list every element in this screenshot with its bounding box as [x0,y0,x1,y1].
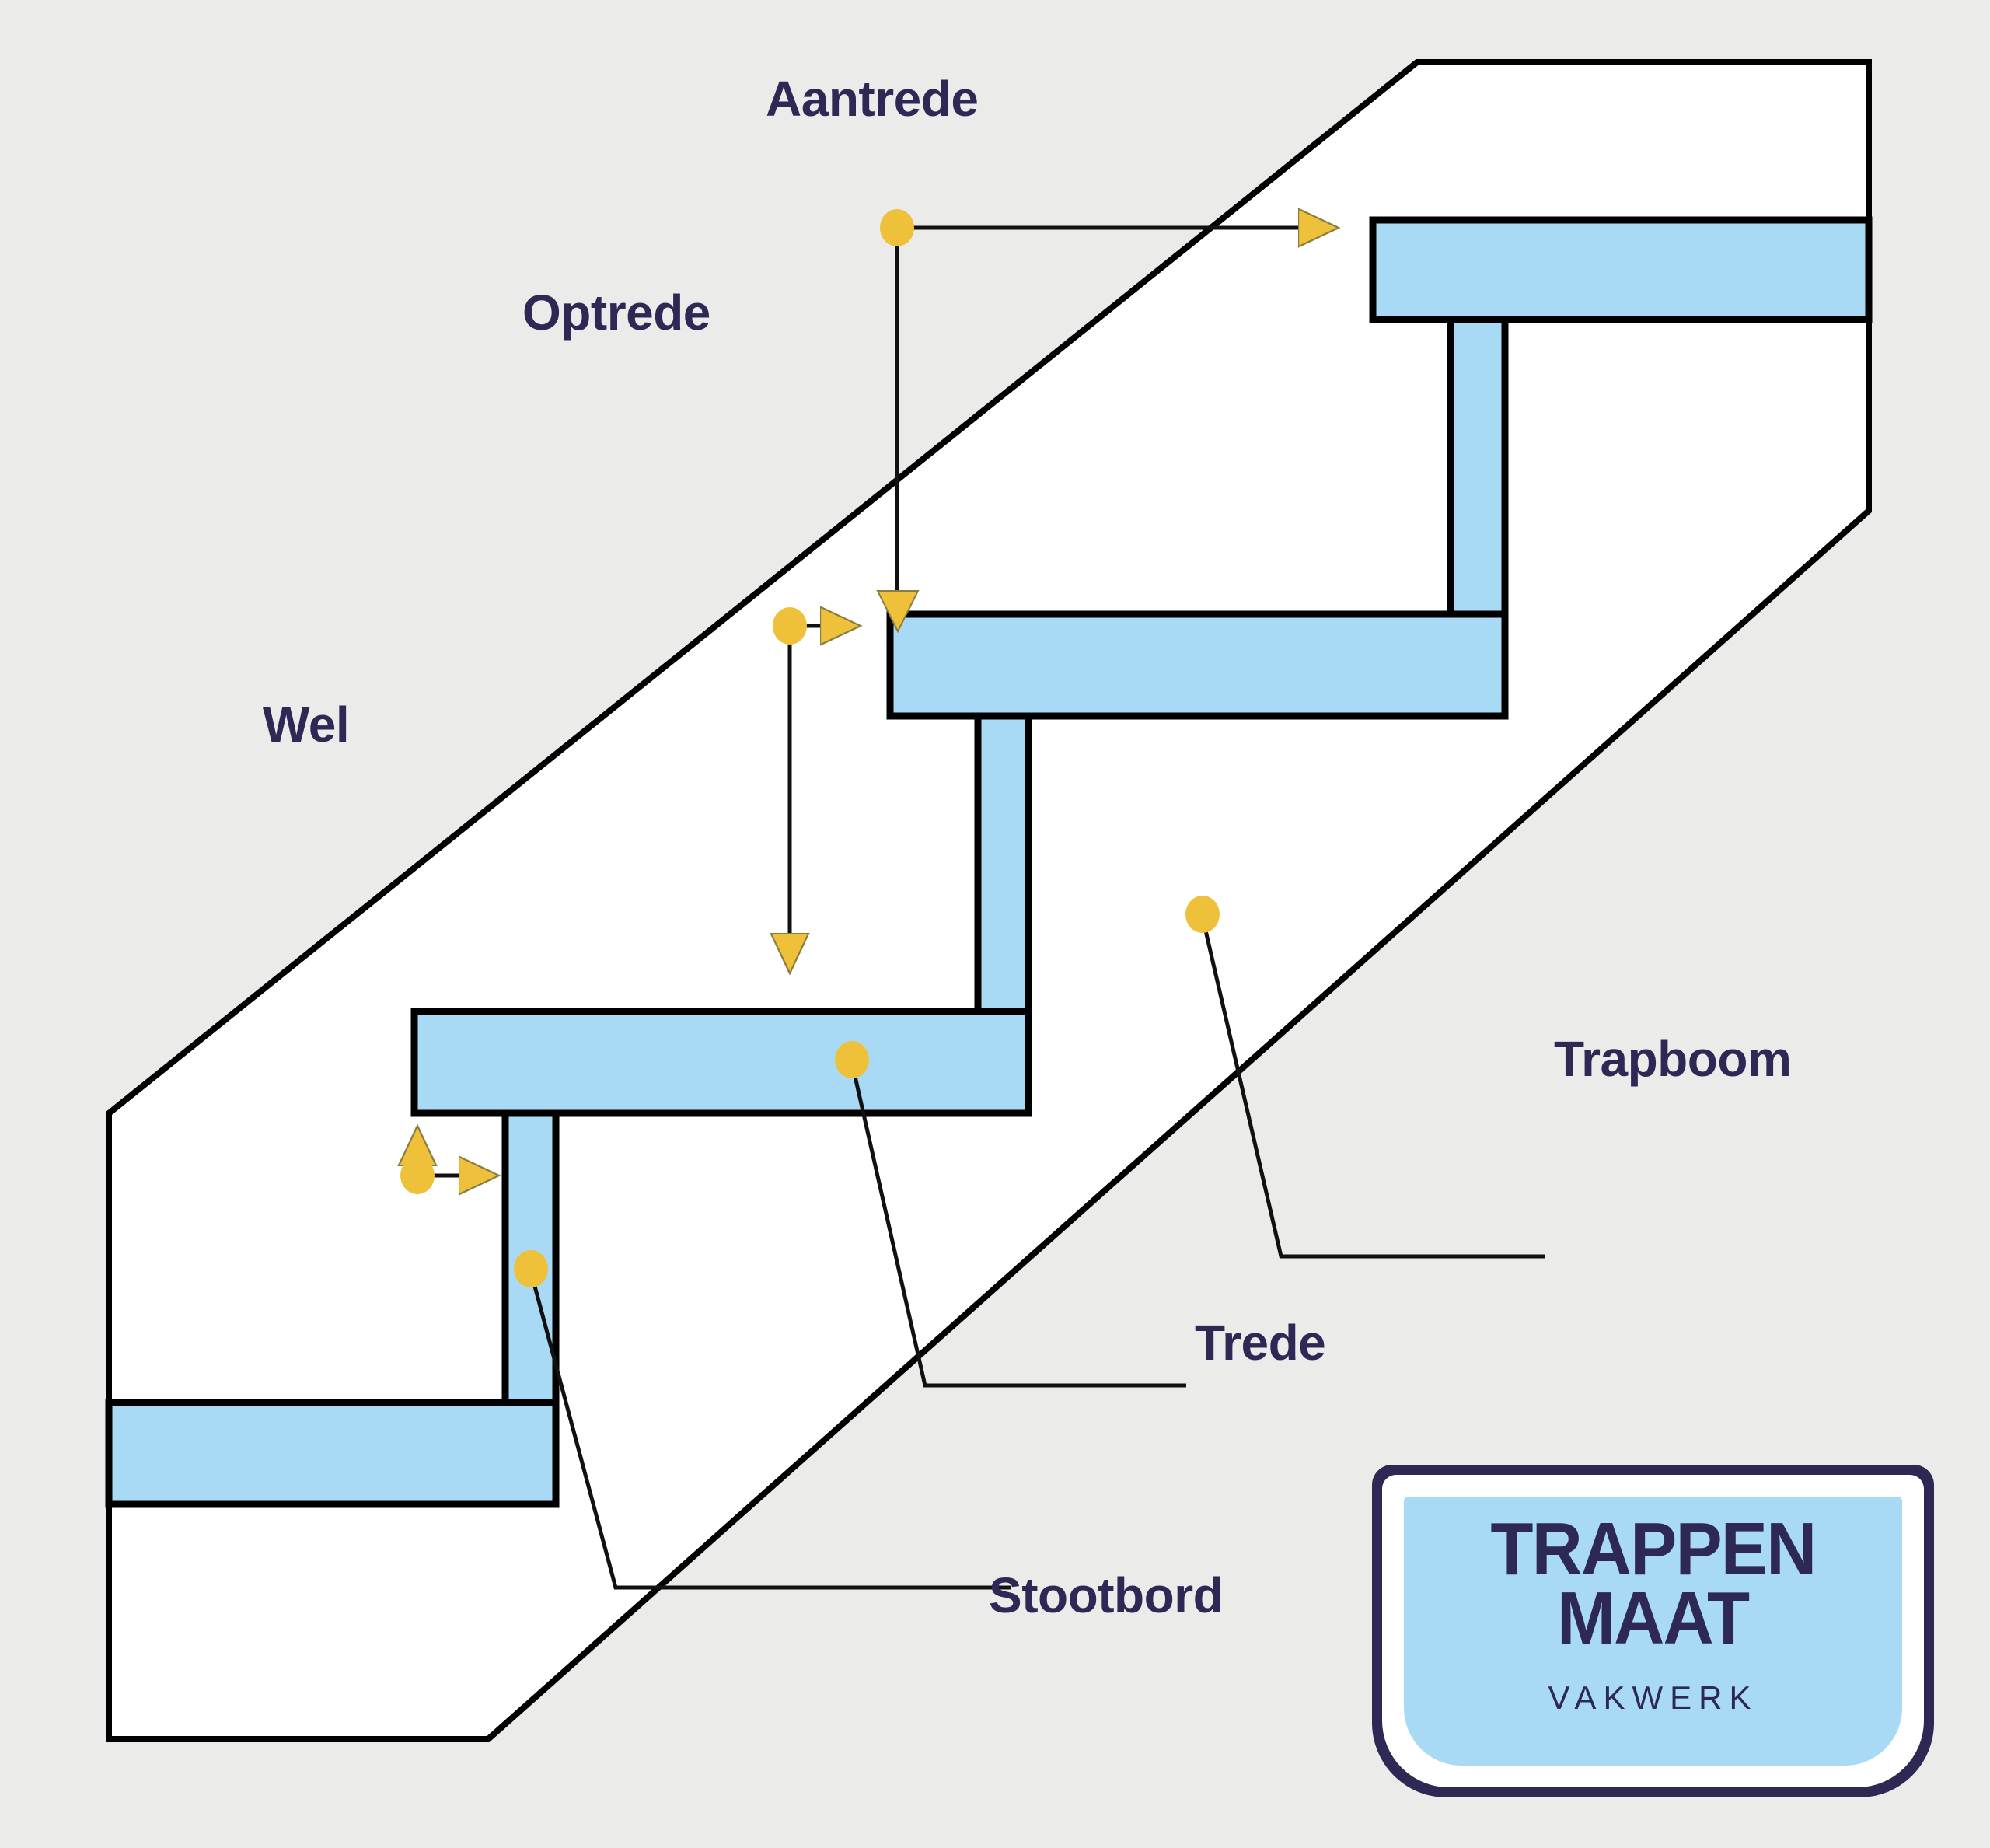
arrowhead-aantrede-down [876,590,920,634]
marker-dot-stootbord [514,1250,548,1287]
leader-stootbord [514,1250,1011,1590]
logo-badge-white-ring: TRAPPEN MAAT VAKWERK [1382,1475,1924,1787]
dimension-optrede [773,590,920,972]
marker-dot-trede [835,1041,869,1078]
logo-line-3: VAKWERK [1548,1679,1758,1717]
label-optrede: Optrede [522,285,710,341]
leader-trapboom [1185,896,1545,1259]
marker-dot-optrede [773,607,807,645]
tread-middle [886,610,1509,720]
logo-badge-border: TRAPPEN MAAT VAKWERK [1372,1465,1934,1797]
marker-dot-aantrede [880,209,914,246]
tread-top [1369,216,1873,323]
trappenmaat-logo: TRAPPEN MAAT VAKWERK [1372,1465,1934,1797]
label-stootbord: Stootbord [989,1567,1224,1623]
tread-lower [410,1008,1032,1117]
logo-line-2: MAAT [1557,1576,1750,1660]
leader-trede [835,1041,1186,1388]
marker-dot-trapboom [1185,896,1220,933]
label-wel: Wel [263,697,350,753]
dimension-wel [400,1127,498,1194]
label-aantrede: Aantrede [766,71,979,127]
marker-dot-wel [400,1157,435,1194]
label-trede: Trede [1195,1315,1326,1371]
logo-line-1: TRAPPEN [1490,1507,1817,1591]
dimension-aantrede [880,209,1337,611]
tread-bottom [105,1399,560,1508]
logo-badge-field: TRAPPEN MAAT VAKWERK [1404,1497,1902,1766]
label-trapboom: Trapboom [1554,1031,1792,1087]
